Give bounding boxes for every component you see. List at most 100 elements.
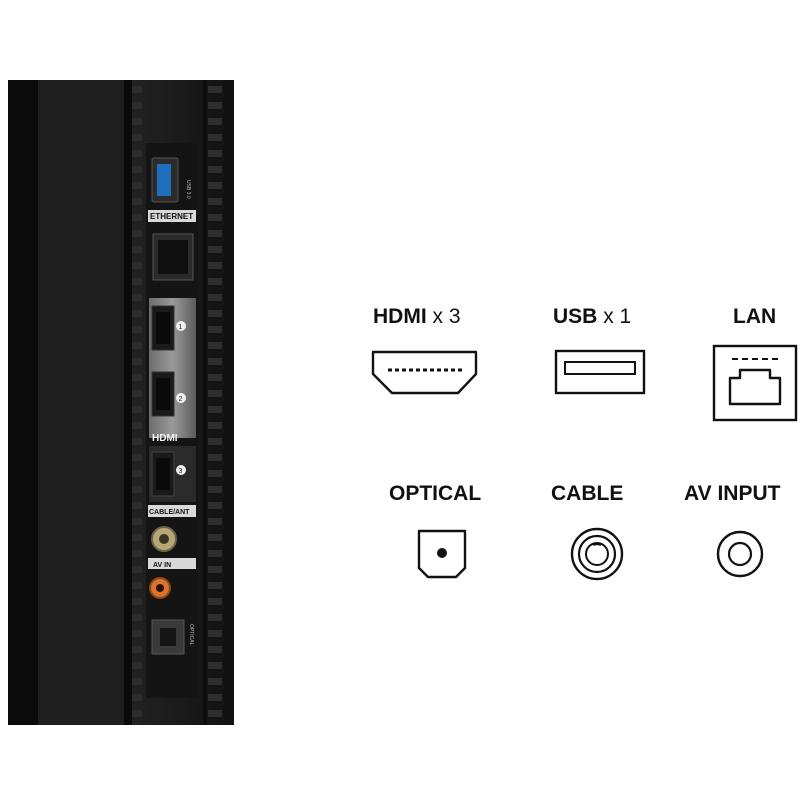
vent-ridge xyxy=(208,230,222,237)
usb-legend-count: x 1 xyxy=(603,305,632,328)
vent-ridge xyxy=(132,86,142,93)
vent-ridge xyxy=(208,710,222,717)
vent-ridge xyxy=(208,598,222,605)
vent-ridge xyxy=(208,150,222,157)
vent-ridge xyxy=(132,262,142,269)
usb-3-label: USB 3.0 xyxy=(185,180,191,199)
vent-ridge xyxy=(208,646,222,653)
vent-ridge xyxy=(132,246,142,253)
vent-ridge xyxy=(208,374,222,381)
vent-ridge xyxy=(208,294,222,301)
vent-ridge xyxy=(208,518,222,525)
lan-port-icon xyxy=(712,344,798,422)
optical-panel-label: OPTICAL xyxy=(188,624,194,646)
hdmi-logo: HDMI xyxy=(152,433,178,444)
vent-ridge xyxy=(132,694,142,701)
vent-ridge xyxy=(208,614,222,621)
hdmi-legend-label: HDMI x 3 xyxy=(373,305,461,329)
vent-ridge xyxy=(132,102,142,109)
vent-ridge xyxy=(132,614,142,621)
vent-ridge xyxy=(132,310,142,317)
hdmi-1-number: 1 xyxy=(179,324,183,331)
vent-ridge xyxy=(208,502,222,509)
optical-port-icon xyxy=(417,529,467,579)
vent-ridge xyxy=(132,566,142,573)
vent-ridge xyxy=(208,566,222,573)
cable-port-icon xyxy=(570,527,624,581)
vent-ridge xyxy=(208,214,222,221)
vent-ridge xyxy=(132,438,142,445)
vent-ridge xyxy=(208,470,222,477)
vent-ridge xyxy=(208,278,222,285)
vent-ridge xyxy=(132,454,142,461)
vent-ridge xyxy=(208,422,222,429)
vent-ridge xyxy=(208,166,222,173)
hdmi-legend-name: HDMI xyxy=(373,305,427,328)
vent-ridge xyxy=(208,486,222,493)
vent-ridge xyxy=(208,550,222,557)
hdmi-port-icon xyxy=(371,350,478,395)
ethernet-label: ETHERNET xyxy=(150,212,193,221)
vent-ridge xyxy=(208,102,222,109)
lan-legend-label: LAN xyxy=(733,305,777,328)
vent-ridge xyxy=(132,470,142,477)
vent-ridge xyxy=(208,326,222,333)
vent-ridge xyxy=(208,134,222,141)
vent-ridge xyxy=(208,86,222,93)
vent-ridge xyxy=(208,182,222,189)
vent-ridge xyxy=(208,582,222,589)
cable-legend-label: CABLE xyxy=(551,482,624,505)
vent-ridge xyxy=(132,518,142,525)
vent-ridge xyxy=(208,630,222,637)
vent-ridge xyxy=(208,310,222,317)
vent-ridge xyxy=(208,678,222,685)
vent-ridge xyxy=(132,550,142,557)
vent-ridge xyxy=(208,358,222,365)
vent-ridge xyxy=(132,294,142,301)
vent-ridge xyxy=(208,534,222,541)
vent-ridge xyxy=(132,358,142,365)
vent-ridge xyxy=(132,502,142,509)
vent-ridge xyxy=(132,486,142,493)
vent-ridge xyxy=(132,230,142,237)
vent-ridge xyxy=(132,118,142,125)
vent-ridges-left xyxy=(124,80,132,725)
vent-ridge xyxy=(132,326,142,333)
usb-legend-name: USB xyxy=(553,305,598,328)
vent-ridge xyxy=(208,262,222,269)
vent-ridge xyxy=(208,694,222,701)
cable-ant-label: CABLE/ANT xyxy=(149,509,190,516)
vent-ridge xyxy=(132,422,142,429)
vent-ridge xyxy=(208,662,222,669)
vent-ridge xyxy=(132,646,142,653)
vent-ridge xyxy=(132,278,142,285)
vent-ridge xyxy=(132,678,142,685)
hdmi-2-number: 2 xyxy=(179,396,183,403)
vent-ridge xyxy=(208,118,222,125)
vent-ridge xyxy=(132,598,142,605)
vent-ridge xyxy=(132,134,142,141)
vent-ridge xyxy=(208,198,222,205)
vent-ridge xyxy=(132,582,142,589)
vent-ridge xyxy=(132,198,142,205)
vent-ridge xyxy=(132,342,142,349)
hdmi-3-number: 3 xyxy=(179,468,183,475)
usb-legend-label: USB x 1 xyxy=(553,305,631,329)
vent-ridge xyxy=(208,438,222,445)
vent-ridge xyxy=(132,630,142,637)
vent-ridge xyxy=(132,534,142,541)
vent-ridge xyxy=(132,710,142,717)
vent-ridge xyxy=(132,166,142,173)
vent-ridge xyxy=(132,390,142,397)
vent-ridge xyxy=(132,374,142,381)
vent-ridge xyxy=(132,182,142,189)
vent-ridge xyxy=(208,246,222,253)
vent-ridge xyxy=(208,406,222,413)
vent-ridge xyxy=(208,454,222,461)
hdmi-legend-count: x 3 xyxy=(432,305,461,328)
vent-ridge xyxy=(208,342,222,349)
usb-port-icon xyxy=(554,349,646,395)
vent-ridge xyxy=(208,390,222,397)
vent-ridge xyxy=(132,406,142,413)
